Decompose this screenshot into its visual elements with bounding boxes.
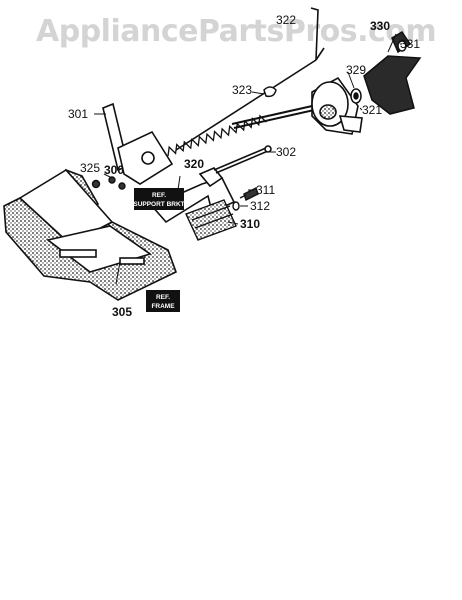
washer-part-312 bbox=[232, 201, 240, 211]
pedal-lever-part-301 bbox=[102, 102, 174, 185]
callout-322: 322 bbox=[276, 13, 296, 27]
svg-text:REF.: REF. bbox=[156, 294, 170, 301]
callout-310: 310 bbox=[240, 217, 260, 231]
brake-pad-part-310 bbox=[185, 199, 237, 241]
washer-part-329 bbox=[350, 88, 362, 104]
callout-320: 320 bbox=[184, 157, 204, 171]
clip-part-323 bbox=[263, 86, 277, 98]
callout-300: 300 bbox=[104, 163, 124, 177]
callout-321: 321 bbox=[362, 103, 382, 117]
callout-305: 305 bbox=[112, 305, 132, 319]
callout-331: 331 bbox=[400, 37, 420, 51]
brake-drum-part-321 bbox=[311, 76, 363, 135]
ref-support-bracket-tag: REF. SUPPORT BRKT bbox=[133, 188, 185, 210]
bolt-part-325 bbox=[91, 179, 101, 189]
leader-lines bbox=[94, 33, 402, 285]
watermark-text: AppliancePartsPros.com bbox=[36, 14, 437, 49]
callout-labels: 301 325 300 305 320 323 322 302 311 312 … bbox=[68, 13, 420, 319]
callout-311: 311 bbox=[256, 183, 275, 197]
axle-hub-part-330 bbox=[363, 30, 422, 115]
callout-323: 323 bbox=[232, 83, 252, 97]
spring-part-320 bbox=[167, 114, 267, 157]
callout-330: 330 bbox=[370, 19, 390, 33]
ref-frame-tag: REF. FRAME bbox=[146, 290, 180, 312]
link-rod-part-322 bbox=[175, 7, 325, 151]
svg-text:SUPPORT BRKT: SUPPORT BRKT bbox=[133, 201, 184, 208]
callout-312: 312 bbox=[250, 199, 270, 213]
callout-329: 329 bbox=[346, 63, 366, 77]
callout-302: 302 bbox=[276, 145, 296, 159]
fasteners-part-300 bbox=[108, 176, 126, 190]
rod-part-302 bbox=[213, 145, 272, 174]
frame-part-305 bbox=[3, 168, 177, 301]
svg-text:REF.: REF. bbox=[152, 192, 166, 199]
callout-325: 325 bbox=[80, 161, 100, 175]
callout-301: 301 bbox=[68, 107, 88, 121]
svg-text:FRAME: FRAME bbox=[151, 303, 175, 310]
